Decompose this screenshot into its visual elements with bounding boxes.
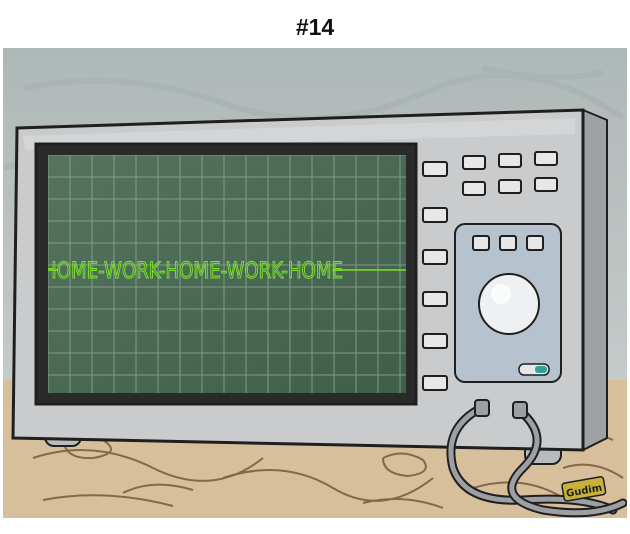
probe-cables (446, 403, 627, 518)
side-button (422, 207, 448, 223)
waveform-text: HOME-WORK-HOME-WORK-HOME (43, 259, 343, 284)
screen-grid (48, 155, 406, 393)
waveform-trace: HOME-WORK-HOME-WORK-HOME (43, 258, 406, 285)
side-button (422, 249, 448, 265)
side-button (422, 375, 448, 391)
panel-button (472, 235, 490, 251)
probe-connector-1 (474, 399, 490, 417)
side-button (422, 333, 448, 349)
oscilloscope-illustration: HOME-WORK-HOME-WORK-HOME (3, 48, 627, 518)
side-button (422, 291, 448, 307)
page-title: #14 (295, 14, 335, 40)
side-button (422, 161, 448, 177)
top-buttons (462, 151, 558, 196)
side-buttons (422, 161, 448, 391)
signature-tag: Gudim (561, 476, 607, 502)
control-knob (478, 273, 540, 335)
panel-button (499, 235, 517, 251)
panel-button (526, 235, 544, 251)
probe-connector-2 (512, 401, 528, 419)
device-side (582, 108, 608, 452)
